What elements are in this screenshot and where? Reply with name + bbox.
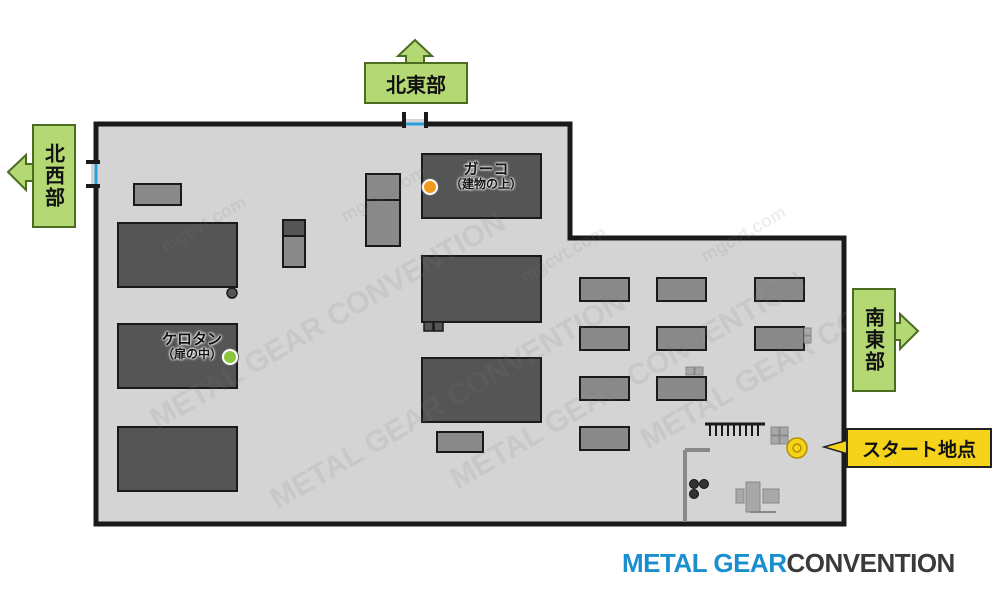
exit-label-east[interactable]: 南東部 xyxy=(852,288,896,392)
logo-convention: CONVENTION xyxy=(786,548,955,578)
garko-note: （建物の上） xyxy=(449,177,522,192)
stairs xyxy=(705,422,765,436)
logo: METAL GEARCONVENTION xyxy=(622,548,955,579)
table-and-chairs xyxy=(735,481,780,513)
start-label[interactable]: スタート地点 xyxy=(846,428,992,468)
building xyxy=(117,426,238,492)
keroton-label: ケロタン （扉の中） xyxy=(150,330,234,362)
keroton-note: （扉の中） xyxy=(161,347,222,362)
building xyxy=(421,357,542,423)
garko-label: ガーコ （建物の上） xyxy=(438,160,534,192)
building xyxy=(421,255,542,323)
garko-name: ガーコ xyxy=(463,160,509,178)
keroton-marker-icon[interactable] xyxy=(222,349,238,365)
exit-label-north[interactable]: 北東部 xyxy=(364,62,468,104)
exit-label-northwest[interactable]: 北西部 xyxy=(32,124,76,228)
start-marker-icon[interactable] xyxy=(786,437,808,459)
barrels xyxy=(689,479,709,499)
northwest-arrow-icon xyxy=(6,152,35,193)
garko-marker-icon[interactable] xyxy=(422,179,438,195)
building xyxy=(421,153,542,219)
logo-metal-gear: METAL GEAR xyxy=(622,548,787,578)
keroton-name: ケロタン xyxy=(161,330,222,348)
building xyxy=(117,222,238,288)
building xyxy=(117,323,238,389)
